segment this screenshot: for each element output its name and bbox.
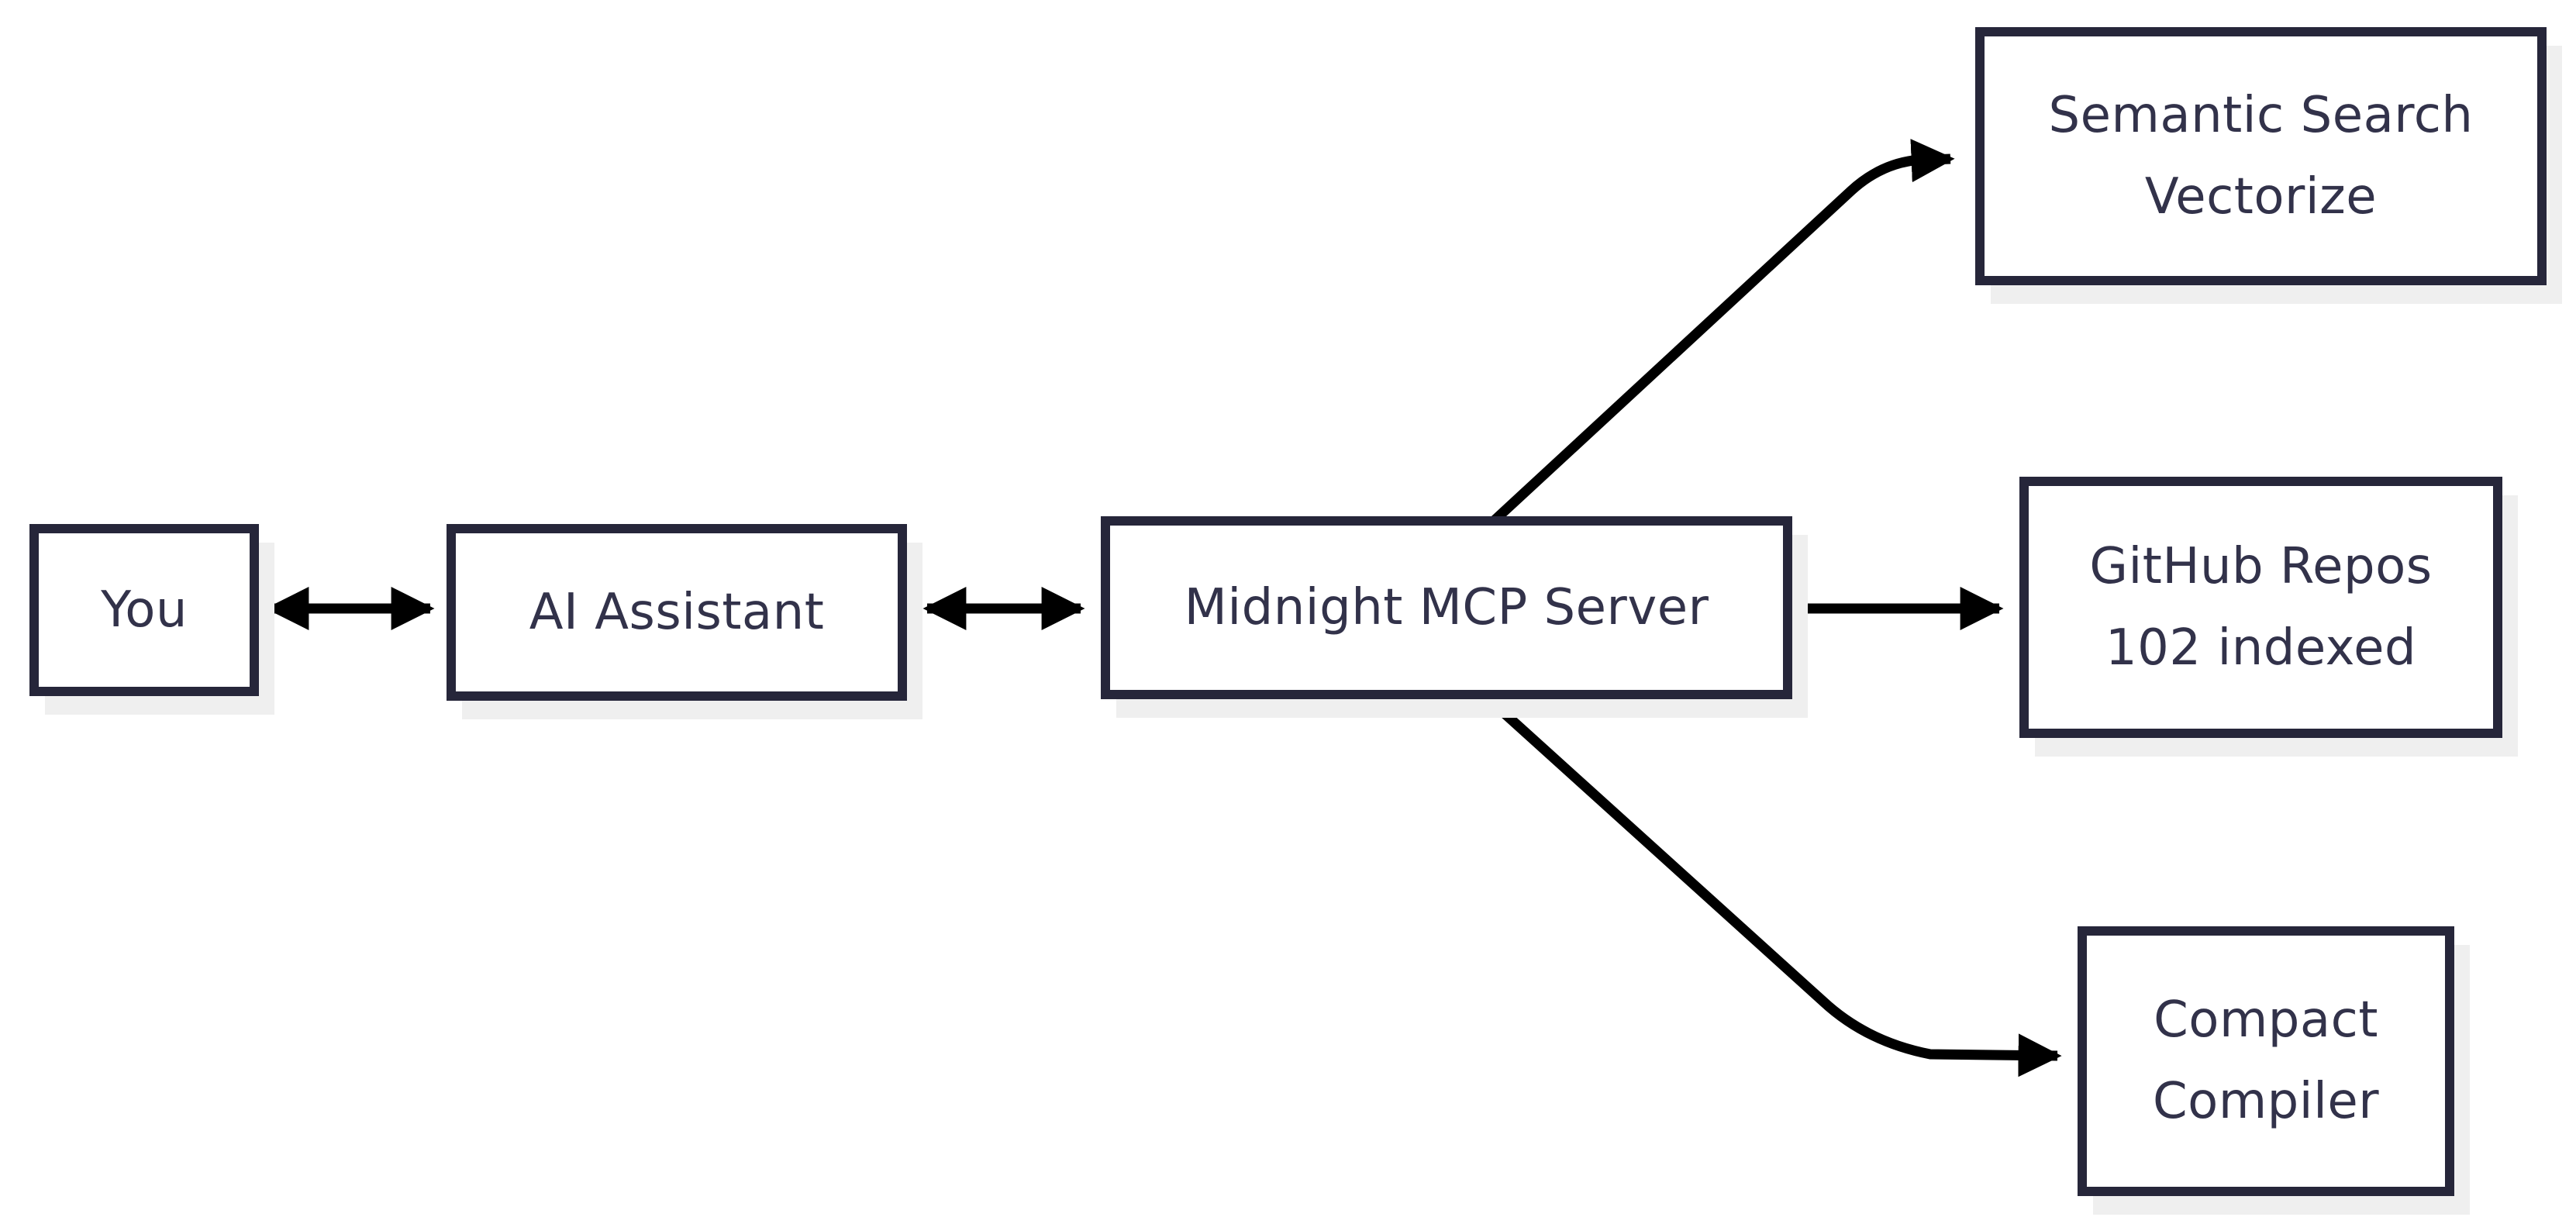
node-compact-compiler: Compact Compiler [2078,926,2454,1196]
node-label-line-1: Compact [2154,991,2378,1049]
node-github-repos: GitHub Repos 102 indexed [2019,477,2502,738]
node-ai-assistant: AI Assistant [447,524,907,701]
node-midnight-mcp-server: Midnight MCP Server [1101,516,1792,699]
node-you: You [29,524,259,696]
node-label: AI Assistant [529,583,825,641]
node-label-line-1: GitHub Repos [2089,537,2433,595]
node-label-line-2: Vectorize [2144,167,2378,226]
node-label-line-2: 102 indexed [2105,619,2417,677]
node-label: You [101,581,188,639]
node-label-line-2: Compiler [2152,1073,2380,1130]
edge-mcp-server-compact-compiler [1481,692,2062,1077]
node-label-line-1: Semantic Search [2048,86,2474,144]
edge-mcp-server-semantic-search [1490,139,1955,525]
node-semantic-search-vectorize: Semantic Search Vectorize [1975,27,2547,285]
node-label: Midnight MCP Server [1184,578,1709,636]
